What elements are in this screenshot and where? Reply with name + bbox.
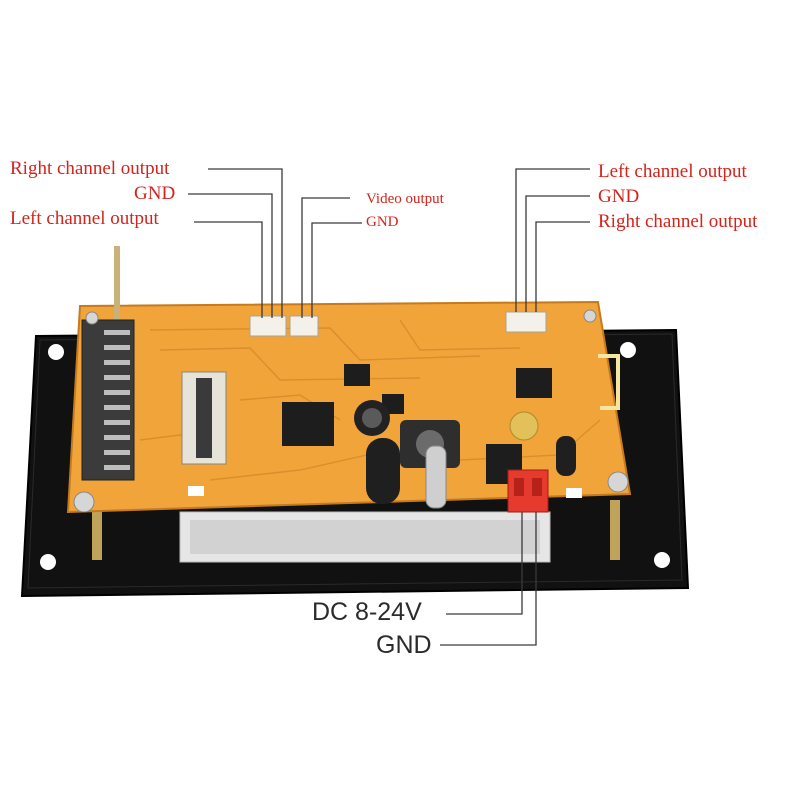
standoff: [92, 500, 102, 560]
label-left-channel-output-left: Left channel output: [10, 208, 159, 229]
leader-line: [311, 222, 362, 318]
leader-line: [446, 512, 523, 615]
sd-card-slot: [81, 319, 135, 481]
leader-line: [440, 512, 537, 646]
label-gnd-left: GND: [134, 183, 176, 204]
label-left-channel-output-right: Left channel output: [598, 161, 747, 182]
leader-lines: [188, 168, 590, 646]
label-right-channel-output-right: Right channel output: [598, 211, 758, 232]
label-gnd-power: GND: [376, 631, 432, 659]
leader-line: [208, 168, 283, 318]
leader-line: [525, 195, 590, 312]
label-dc-input: DC 8-24V: [312, 598, 422, 626]
leader-line: [188, 193, 273, 318]
coin-battery: [509, 411, 539, 441]
screw: [583, 309, 597, 323]
leader-line: [535, 221, 590, 312]
video-connector: [289, 315, 319, 337]
small-chip: [344, 364, 370, 386]
left-audio-connector: [249, 315, 287, 337]
label-right-channel-output-left: Right channel output: [10, 158, 170, 179]
mount-hole: [654, 552, 670, 568]
capacitor: [556, 436, 576, 476]
screw: [85, 311, 99, 325]
label-gnd-video: GND: [366, 214, 399, 230]
leader-line: [194, 221, 263, 318]
main-chip: [282, 402, 334, 446]
label-video-output: Video output: [366, 191, 444, 207]
screw: [73, 491, 95, 513]
mount-hole: [40, 554, 56, 570]
bluetooth-chip: [516, 368, 552, 398]
standoff: [610, 500, 620, 560]
power-resistor: [425, 445, 447, 509]
label-gnd-right: GND: [598, 186, 640, 207]
leader-line: [515, 168, 590, 312]
mount-hole: [620, 342, 636, 358]
mount-hole: [48, 344, 64, 360]
screw: [607, 471, 629, 493]
capacitor: [366, 438, 400, 504]
right-audio-connector: [505, 311, 547, 333]
antenna: [114, 246, 120, 376]
leader-line: [301, 197, 350, 318]
